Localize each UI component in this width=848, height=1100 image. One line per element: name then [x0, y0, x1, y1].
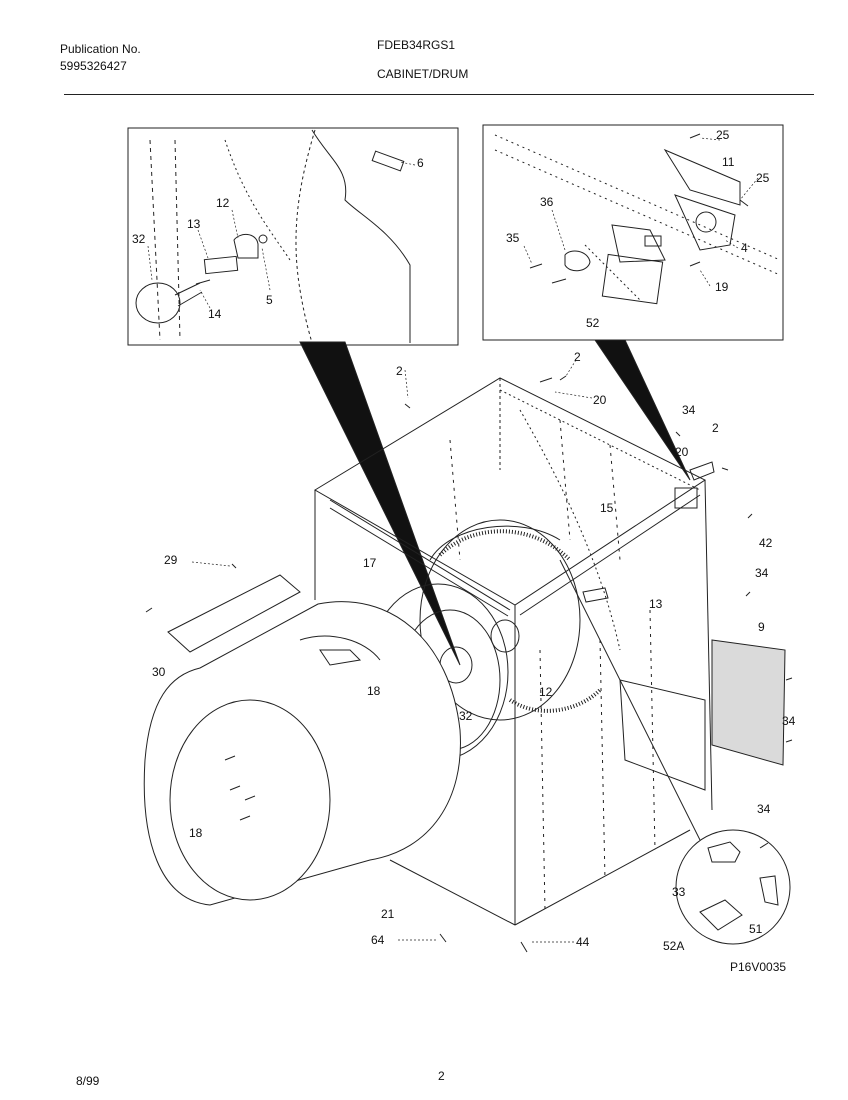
- label-18-bottom: 18: [189, 826, 203, 840]
- inset-right-pointer: [594, 339, 691, 481]
- rear-drum-housing: [419, 519, 602, 721]
- rear-access-panel: [711, 639, 786, 766]
- label-18-top: 18: [367, 684, 381, 698]
- label-2-top: 2: [396, 364, 403, 378]
- diagram-code: P16V0035: [730, 960, 787, 974]
- label-9: 9: [758, 620, 765, 634]
- label-51: 51: [749, 922, 763, 936]
- screw-left: [145, 607, 153, 613]
- label-42: 42: [759, 536, 773, 550]
- label-34-panel: 34: [782, 714, 796, 728]
- leader-lines: [147, 137, 759, 943]
- inset-left-frame: [127, 127, 459, 346]
- label-6: 6: [417, 156, 424, 170]
- label-17: 17: [363, 556, 377, 570]
- label-32-inset: 32: [132, 232, 146, 246]
- detail-pointer-line: [559, 559, 701, 841]
- publication-number: 5995326427: [60, 59, 127, 73]
- label-34-top: 34: [682, 403, 696, 417]
- label-19: 19: [715, 280, 729, 294]
- page-number: 2: [438, 1069, 445, 1083]
- label-2-upper-right: 2: [574, 350, 581, 364]
- label-35: 35: [506, 231, 520, 245]
- label-13-inset: 13: [187, 217, 201, 231]
- label-15: 15: [600, 501, 614, 515]
- label-13-main: 13: [649, 597, 663, 611]
- label-34-mid: 34: [755, 566, 769, 580]
- label-12-inset: 12: [216, 196, 230, 210]
- drum: [143, 601, 461, 906]
- label-64: 64: [371, 933, 385, 947]
- publication-label: Publication No.: [60, 42, 141, 56]
- label-32-main: 32: [459, 709, 473, 723]
- inset-right-artwork: [494, 133, 781, 305]
- label-29: 29: [164, 553, 178, 567]
- label-5: 5: [266, 293, 273, 307]
- inset-left-pointer: [299, 341, 461, 666]
- front-trim-strip: [167, 574, 301, 653]
- label-20-top: 20: [593, 393, 607, 407]
- label-33: 33: [672, 885, 686, 899]
- label-30: 30: [152, 665, 166, 679]
- label-25-top: 25: [716, 128, 730, 142]
- label-36: 36: [540, 195, 554, 209]
- label-21: 21: [381, 907, 395, 921]
- label-34-detail: 34: [757, 802, 771, 816]
- label-52a: 52A: [663, 939, 684, 953]
- detail-circle: [675, 829, 791, 945]
- footer-date: 8/99: [76, 1074, 100, 1088]
- label-44: 44: [576, 935, 590, 949]
- model-number: FDEB34RGS1: [377, 38, 456, 52]
- section-title: CABINET/DRUM: [377, 67, 469, 81]
- detail-circle-artwork: [699, 841, 779, 931]
- label-11: 11: [722, 155, 735, 169]
- label-2-right: 2: [712, 421, 719, 435]
- label-25-right: 25: [756, 171, 770, 185]
- inset-left-artwork: [135, 129, 411, 344]
- inset-right-frame: [482, 124, 784, 341]
- header-rule: [64, 94, 814, 95]
- label-4: 4: [741, 241, 748, 255]
- cabinet: [314, 377, 713, 926]
- label-12-main: 12: [539, 685, 553, 699]
- label-20-right: 20: [675, 445, 689, 459]
- label-14: 14: [208, 307, 222, 321]
- label-52: 52: [586, 316, 600, 330]
